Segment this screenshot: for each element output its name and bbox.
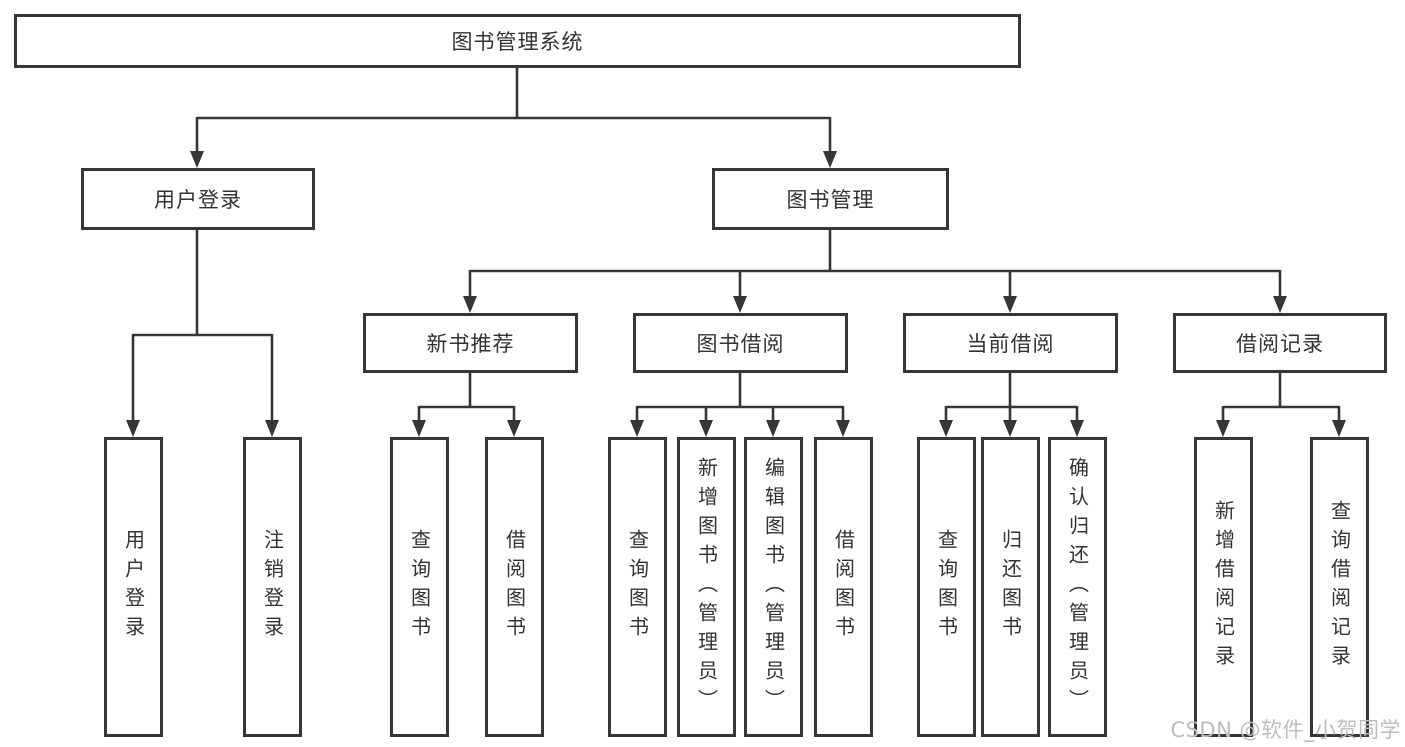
node-label: 借阅记录 [1236, 332, 1324, 356]
node-label: 图书管理 [786, 188, 875, 212]
node-label: 当前借阅 [966, 332, 1055, 356]
node-label: 查询图书 [407, 529, 432, 645]
node-label: 图书管理系统 [451, 30, 584, 54]
node-new-book-recommendation: 新书推荐 [363, 313, 578, 373]
leaf-query-books-recommend: 查询图书 [390, 437, 449, 737]
leaf-query-books-borrowing: 查询图书 [608, 437, 667, 737]
leaf-user-login: 用户登录 [104, 437, 163, 737]
node-label: 图书借阅 [696, 332, 785, 356]
node-user-login: 用户登录 [81, 168, 315, 230]
node-label: 新增图书（管理员） [694, 456, 719, 718]
node-label: 确认归还（管理员） [1065, 456, 1090, 718]
leaf-query-borrow-record: 查询借阅记录 [1310, 437, 1369, 737]
node-label: 编辑图书（管理员） [761, 456, 786, 718]
node-label: 借阅图书 [502, 529, 527, 645]
node-borrowing-records: 借阅记录 [1173, 313, 1387, 373]
node-label: 新增借阅记录 [1211, 500, 1236, 674]
node-label: 查询图书 [934, 529, 959, 645]
node-label: 查询图书 [625, 529, 650, 645]
node-current-borrowing: 当前借阅 [903, 313, 1118, 373]
node-book-borrowing: 图书借阅 [633, 313, 848, 373]
leaf-logout: 注销登录 [243, 437, 302, 737]
node-label: 用户登录 [121, 529, 146, 645]
leaf-edit-book-admin: 编辑图书（管理员） [744, 437, 803, 737]
node-label: 新书推荐 [426, 332, 515, 356]
node-label: 归还图书 [998, 529, 1023, 645]
node-book-management: 图书管理 [712, 168, 949, 230]
leaf-borrow-books-borrowing: 借阅图书 [814, 437, 873, 737]
leaf-add-book-admin: 新增图书（管理员） [677, 437, 736, 737]
leaf-add-borrow-record: 新增借阅记录 [1194, 437, 1253, 737]
leaf-confirm-return-admin: 确认归还（管理员） [1048, 437, 1107, 737]
leaf-borrow-books-recommend: 借阅图书 [485, 437, 544, 737]
leaf-query-books-current: 查询图书 [917, 437, 976, 737]
node-label: 用户登录 [154, 188, 242, 212]
node-label: 注销登录 [260, 529, 285, 645]
node-label: 查询借阅记录 [1327, 500, 1352, 674]
leaf-return-books: 归还图书 [981, 437, 1040, 737]
node-library-management-system: 图书管理系统 [14, 14, 1021, 68]
csdn-watermark: CSDN @软件_小贺同学 [1170, 718, 1401, 742]
node-label: 借阅图书 [831, 529, 856, 645]
